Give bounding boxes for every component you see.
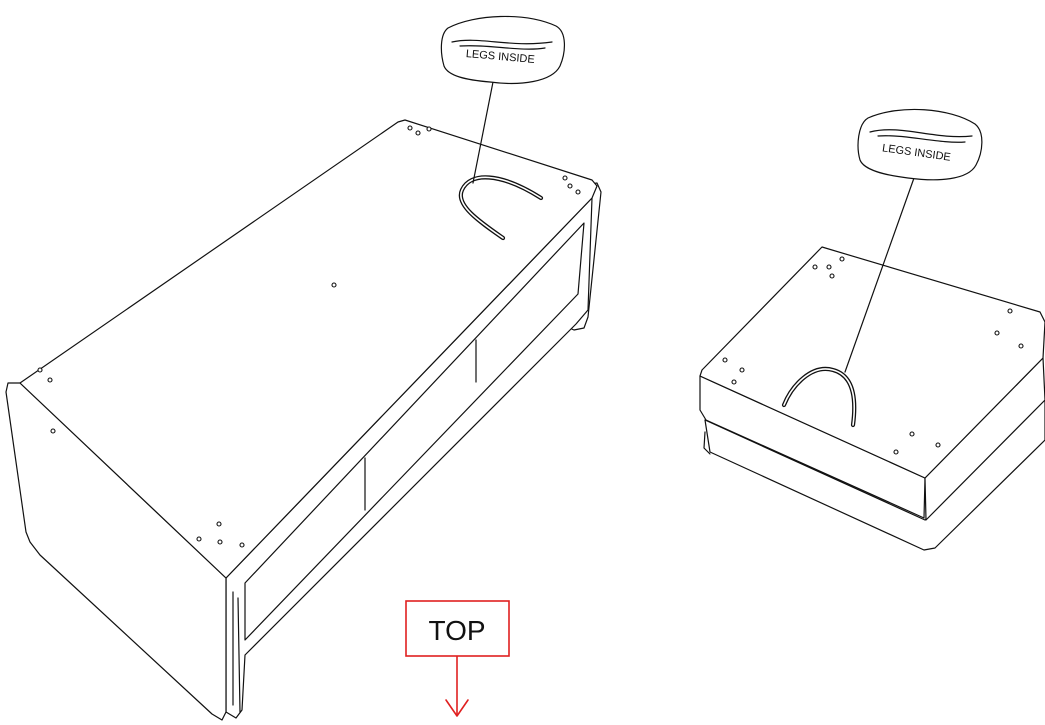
screw-hole: [217, 539, 223, 545]
tag-wave: [869, 129, 973, 143]
strap-handle-inner: [460, 176, 542, 239]
screw-hole: [839, 256, 845, 262]
long-box-front-panel: [225, 197, 593, 719]
square-box-piece: [699, 246, 1045, 551]
tag-leader-line: [472, 81, 494, 184]
tag-label: LEGS INSIDE: [465, 48, 535, 66]
screw-hole: [739, 367, 745, 373]
screw-hole: [567, 183, 573, 189]
arrow-down-icon: [445, 699, 469, 717]
top-marker-label: TOP: [428, 615, 485, 646]
screw-hole: [575, 189, 581, 195]
legs-inside-tag-left: LEGS INSIDE: [440, 15, 565, 184]
strap-handle-inner: [783, 368, 856, 426]
square-box-top-surface: [699, 246, 1045, 479]
screw-hole: [331, 282, 337, 288]
long-box-recess: [244, 222, 585, 641]
screw-hole: [216, 521, 222, 527]
screw-hole: [1007, 308, 1013, 314]
tag-leader-line: [844, 177, 915, 373]
screw-hole: [893, 449, 899, 455]
screw-hole: [407, 125, 413, 131]
screw-hole: [196, 536, 202, 542]
top-direction-marker: TOP: [405, 600, 510, 717]
screw-hole: [731, 379, 737, 385]
screw-hole: [812, 264, 818, 270]
legs-inside-tag-right: LEGS INSIDE: [844, 108, 983, 373]
screw-hole: [1018, 343, 1024, 349]
screw-hole: [562, 175, 568, 181]
tag-shape: [440, 15, 565, 85]
screw-hole: [935, 442, 941, 448]
screw-hole: [426, 126, 432, 132]
screw-hole: [826, 264, 832, 270]
tag-shape: [857, 108, 983, 181]
screw-hole: [47, 377, 53, 383]
lower-slab-edge: [703, 431, 711, 455]
long-box-piece: [5, 119, 602, 721]
screw-hole: [909, 431, 915, 437]
panel-edge-detail: [232, 591, 241, 713]
screw-hole: [722, 357, 728, 363]
screw-hole: [50, 428, 56, 434]
screw-hole: [37, 367, 43, 373]
screw-hole: [415, 130, 421, 136]
screw-hole: [829, 273, 835, 279]
tag-wave: [451, 39, 553, 50]
top-marker-box: [405, 600, 510, 657]
screw-hole: [994, 330, 1000, 336]
long-box-top-surface: [19, 119, 598, 579]
screw-hole: [239, 542, 245, 548]
